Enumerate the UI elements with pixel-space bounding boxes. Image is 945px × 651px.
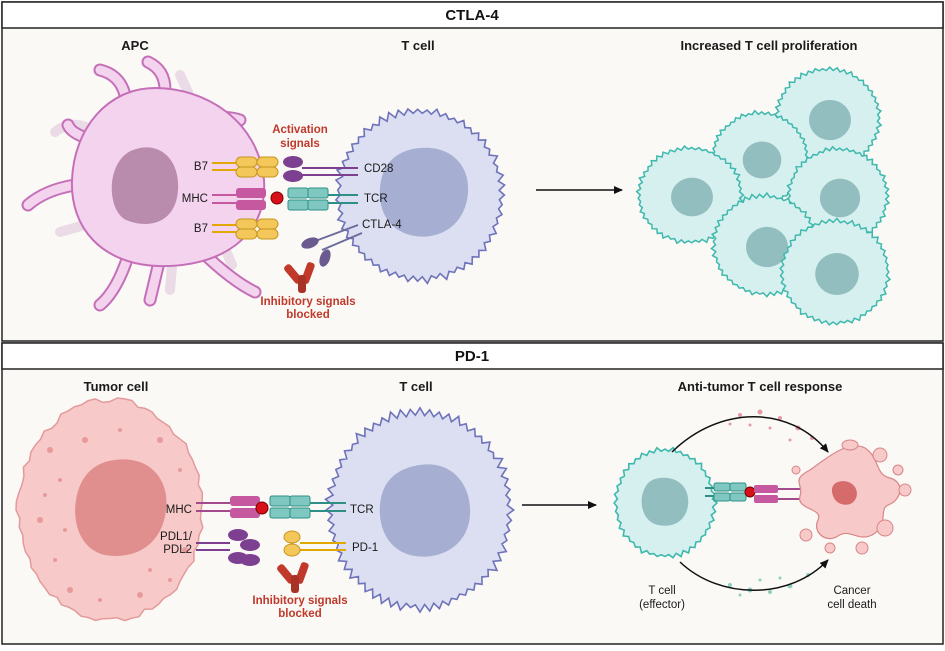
release-particle: [738, 413, 742, 417]
death-label-line2: cell death: [827, 599, 876, 611]
tumor-granule: [178, 468, 182, 472]
effector-tcr: [705, 482, 747, 502]
pd1-tcell-title: T cell: [399, 379, 432, 394]
pdl-label-line2: PDL2: [163, 544, 192, 556]
ctla4-label: CTLA-4: [362, 219, 402, 231]
ctla4-inhibitory-line2: blocked: [286, 309, 329, 321]
tumor-title: Tumor cell: [84, 379, 149, 394]
tumor-antigen: [255, 501, 269, 515]
release-particle: [788, 438, 792, 442]
tumor-granule: [82, 437, 88, 443]
pd1-receptor: [283, 530, 346, 557]
activation-label-line1: Activation: [272, 124, 328, 136]
apc-nucleus: [111, 147, 179, 225]
tcr-label: TCR: [364, 193, 388, 205]
curved-arrow-top: [671, 416, 829, 453]
release-particle: [738, 593, 742, 597]
ctla4-panel: CTLA-4 APC T cell Increased T cell proli…: [1, 1, 944, 342]
cd28-receptor: [283, 156, 358, 182]
release-particle: [728, 583, 732, 587]
release-particle: [758, 578, 762, 582]
ctla4-receptor: [301, 224, 363, 267]
tumor-granule: [118, 428, 122, 432]
pd1-tcr: [269, 495, 346, 519]
cancer-mhc: [744, 485, 800, 503]
tumor-nucleus: [75, 459, 167, 556]
tumor-granule: [182, 547, 188, 553]
release-particle: [757, 409, 763, 415]
tumor-granule: [148, 568, 152, 572]
apc-title: APC: [121, 38, 149, 53]
pd1-inhibitory-line2: blocked: [278, 608, 321, 620]
antigen-peptide: [270, 191, 284, 205]
apc-b7-top: [212, 156, 279, 178]
tumor-granule: [157, 437, 163, 443]
release-particle: [778, 576, 782, 580]
tumor-granule: [47, 447, 53, 453]
pd1-label: PD-1: [352, 542, 378, 554]
ctla4-inhibitory-line1: Inhibitory signals: [260, 296, 355, 308]
pd1-tcr-label: TCR: [350, 504, 374, 516]
antitumor-title: Anti-tumor T cell response: [678, 379, 843, 394]
apc-cell: [21, 55, 266, 312]
tumor-granule: [37, 517, 43, 523]
release-particle: [778, 416, 782, 420]
prolif-cell-6: [779, 217, 892, 326]
effector-nucleus: [641, 477, 689, 526]
apc-mhc: [212, 188, 284, 210]
tumor-granule: [43, 493, 47, 497]
apoptotic-bodies: [791, 439, 912, 555]
tumor-granule: [168, 578, 172, 582]
pd1-inhibitory-line1: Inhibitory signals: [252, 595, 347, 607]
apc-b7-bottom: [212, 218, 279, 240]
activation-label-line2: signals: [280, 138, 320, 150]
release-particle: [768, 590, 772, 594]
pd1-panel: PD-1 Tumor cell T cell Anti-tumor T cell…: [1, 342, 944, 645]
dying-cancer-cell: [791, 439, 912, 555]
ctla4-header-bar: [1, 1, 944, 29]
release-particle: [768, 426, 772, 430]
pd1-header: PD-1: [455, 348, 489, 365]
release-particle: [748, 423, 752, 427]
proliferation-title: Increased T cell proliferation: [681, 38, 858, 53]
b7-bottom-label: B7: [194, 223, 208, 235]
curved-arrow-bottom: [679, 559, 829, 591]
ctla4-header: CTLA-4: [445, 7, 499, 24]
tumor-granule: [137, 592, 143, 598]
mhc-label: MHC: [182, 193, 208, 205]
pd1-tcell-nucleus: [379, 464, 471, 557]
tumor-granule: [67, 587, 73, 593]
ctla4-tcell-title: T cell: [401, 38, 434, 53]
anti-ctla4-antibody: [284, 262, 315, 293]
cancer-nucleus-fragment: [831, 481, 857, 505]
cd28-label: CD28: [364, 163, 393, 175]
effector-label-line1: T cell: [648, 585, 675, 597]
tumor-mhc: [196, 496, 269, 518]
pdl-label-line1: PDL1/: [160, 531, 193, 543]
tumor-granule: [53, 558, 57, 562]
effector-tcell: [613, 446, 719, 559]
tumor-granule: [58, 478, 62, 482]
effector-label-line2: (effector): [639, 599, 685, 611]
tumor-granule: [98, 598, 102, 602]
ctla4-tcell-nucleus: [379, 147, 469, 237]
tumor-mhc-label: MHC: [166, 504, 192, 516]
tumor-cell: [15, 397, 204, 622]
prolif-cell-4: [635, 145, 745, 245]
pd1-header-bar: [1, 342, 944, 370]
pd1-tcell: [324, 406, 516, 614]
death-label-line1: Cancer: [833, 585, 870, 597]
anti-pd1-antibody: [277, 562, 309, 593]
tcr-receptor: [287, 187, 358, 211]
release-particle: [728, 422, 732, 426]
prolif-cell-3: [785, 145, 891, 246]
pdl1-ligand: [196, 529, 260, 566]
tumor-granule: [63, 528, 67, 532]
b7-top-label: B7: [194, 161, 208, 173]
proliferating-tcells: [635, 66, 892, 326]
tumor-granules: [37, 428, 188, 602]
